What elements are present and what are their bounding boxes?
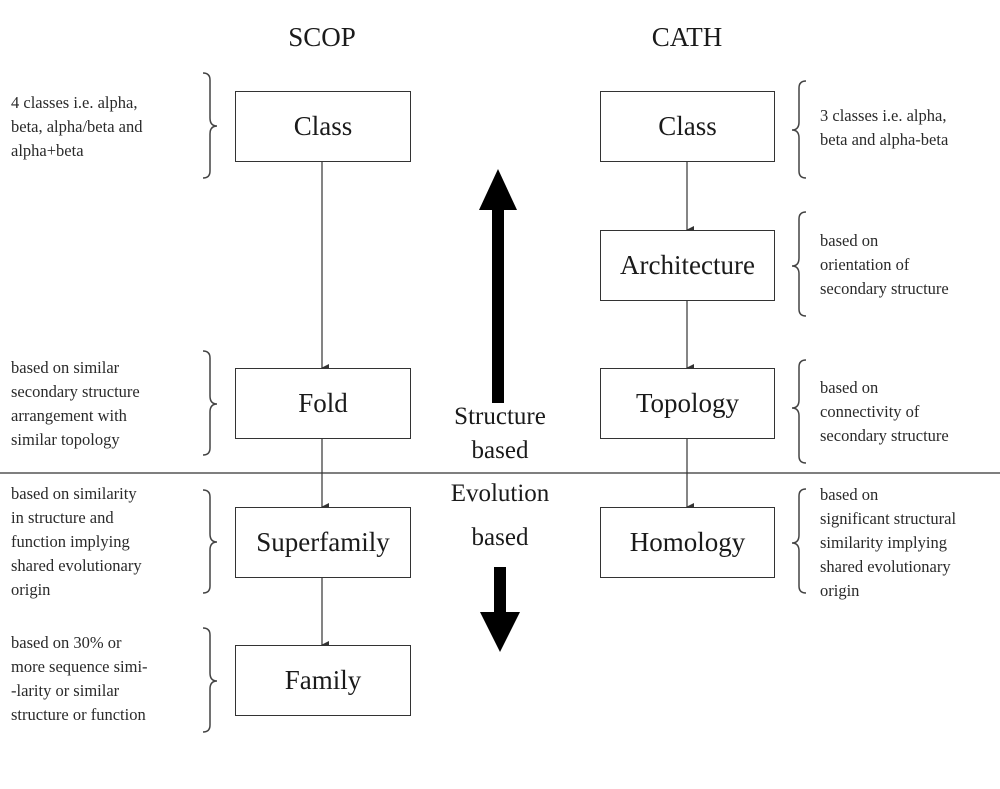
cath-architecture-box: Architecture: [600, 230, 775, 301]
structure-based-label: Structure based: [420, 400, 580, 468]
cath-topology-description: based on connectivity of secondary struc…: [820, 376, 949, 448]
scop-class-description: 4 classes i.e. alpha, beta, alpha/beta a…: [11, 91, 142, 163]
desc-line: arrangement with: [11, 406, 127, 425]
scop-brace-class: [202, 72, 218, 179]
desc-line: shared evolutionary: [11, 556, 142, 575]
scop-brace-family: [202, 627, 218, 733]
cath-homology-box: Homology: [600, 507, 775, 578]
cath-architecture-label: Architecture: [620, 250, 755, 280]
desc-line: origin: [11, 580, 51, 599]
evolution-down-arrow: [480, 567, 520, 652]
scop-superfamily-description: based on similarity in structure and fun…: [11, 482, 142, 602]
desc-line: based on: [820, 485, 879, 504]
scop-class-box: Class: [235, 91, 411, 162]
scop-fold-box: Fold: [235, 368, 411, 439]
evolution-based-label: Evolution based: [420, 477, 580, 555]
scop-superfamily-box: Superfamily: [235, 507, 411, 578]
label-line: based: [471, 437, 529, 464]
desc-line: similarity implying: [820, 533, 947, 552]
desc-line: orientation of: [820, 255, 910, 274]
cath-topology-label: Topology: [635, 388, 740, 418]
cath-class-description: 3 classes i.e. alpha, beta and alpha-bet…: [820, 104, 948, 152]
label-line: Structure: [454, 403, 546, 430]
desc-line: connectivity of: [820, 402, 920, 421]
scop-fold-label: Fold: [298, 388, 348, 418]
desc-line: secondary structure: [820, 279, 949, 298]
scop-title: SCOP: [288, 22, 356, 52]
desc-line: based on: [820, 231, 879, 250]
cath-class-label: Class: [658, 111, 717, 141]
scop-brace-superfamily: [202, 489, 218, 594]
desc-line: based on similar: [11, 358, 120, 377]
cath-brace-architecture: [791, 211, 807, 317]
scop-family-label: Family: [284, 665, 362, 695]
cath-brace-topology: [791, 359, 807, 464]
scop-family-box: Family: [235, 645, 411, 716]
scop-class-label: Class: [293, 111, 353, 141]
desc-line: shared evolutionary: [820, 557, 951, 576]
desc-line: based on 30% or: [11, 633, 122, 652]
desc-line: alpha+beta: [11, 141, 84, 160]
cath-homology-description: based on significant structural similari…: [820, 483, 956, 603]
scop-superfamily-label: Superfamily: [256, 527, 390, 557]
desc-line: beta, alpha/beta and: [11, 117, 143, 136]
desc-line: secondary structure: [820, 426, 949, 445]
cath-brace-homology: [791, 488, 807, 594]
desc-line: in structure and: [11, 508, 114, 527]
cath-architecture-description: based on orientation of secondary struct…: [820, 229, 949, 301]
cath-class-box: Class: [600, 91, 775, 162]
desc-line: structure or function: [11, 705, 146, 724]
desc-line: secondary structure: [11, 382, 140, 401]
desc-line: similar topology: [11, 430, 120, 449]
cath-homology-label: Homology: [629, 527, 746, 557]
structure-up-arrow: [479, 169, 517, 403]
desc-line: significant structural: [820, 509, 957, 528]
desc-line: function implying: [11, 532, 130, 551]
scop-brace-fold: [202, 350, 218, 456]
desc-line: origin: [820, 581, 860, 600]
desc-line: -larity or similar: [11, 681, 120, 700]
desc-line: beta and alpha-beta: [820, 130, 949, 149]
desc-line: based on: [820, 378, 879, 397]
desc-line: based on similarity: [11, 484, 137, 503]
cath-topology-box: Topology: [600, 368, 775, 439]
desc-line: 3 classes i.e. alpha,: [820, 106, 947, 125]
desc-line: more sequence simi-: [11, 657, 148, 676]
cath-title: CATH: [651, 22, 723, 52]
desc-line: 4 classes i.e. alpha,: [11, 93, 138, 112]
label-line: Evolution: [450, 480, 550, 507]
scop-family-description: based on 30% or more sequence simi- -lar…: [11, 631, 148, 727]
label-line: based: [471, 524, 529, 551]
scop-fold-description: based on similar secondary structure arr…: [11, 356, 140, 452]
cath-brace-class: [791, 80, 807, 179]
